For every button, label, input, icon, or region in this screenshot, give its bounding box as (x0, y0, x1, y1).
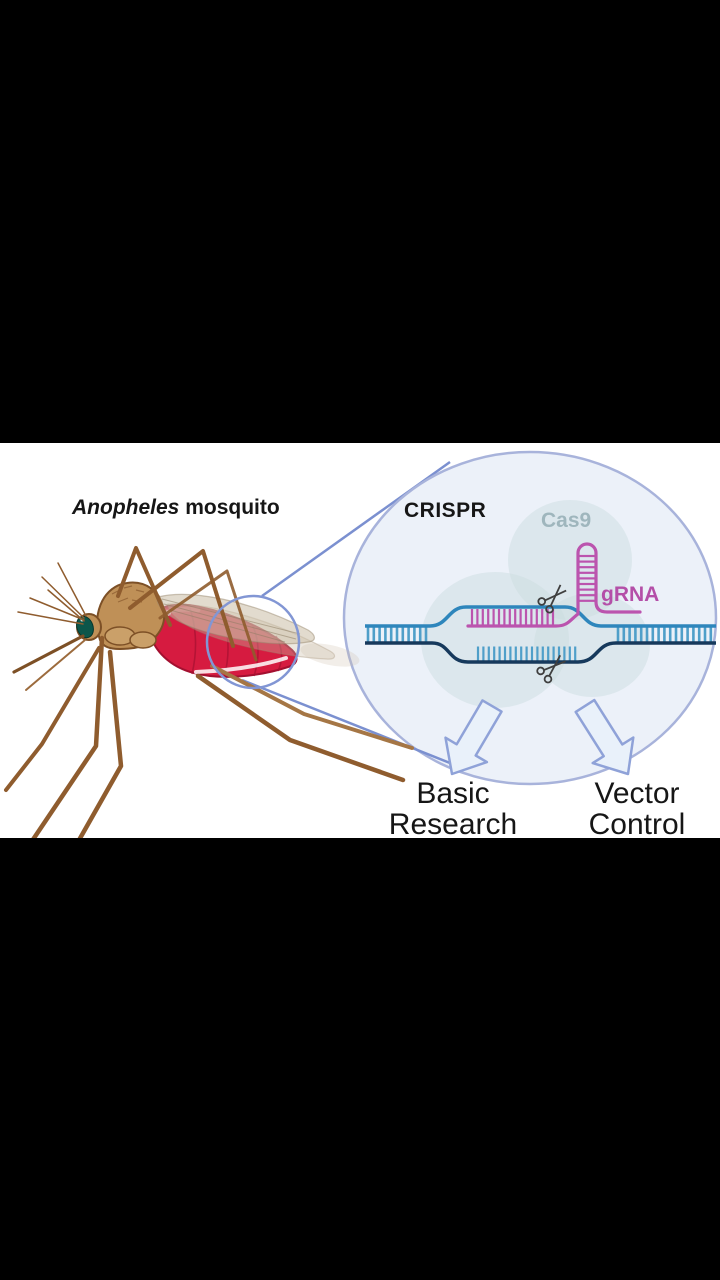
grna-pairing-rungs (470, 609, 555, 625)
outcome-vector-control: Vector Control (537, 778, 720, 838)
letterbox-top (0, 0, 720, 443)
grna-backbone (466, 542, 642, 628)
dna-rungs-bubble-bottom (476, 646, 577, 661)
abdomen-highlight (194, 656, 288, 674)
dna-top-strand (365, 605, 716, 628)
crispr-label: CRISPR (404, 499, 487, 522)
mosquito-legs (4, 546, 414, 838)
dna-rungs-left (366, 627, 428, 642)
arrow-vector-control (574, 698, 635, 776)
outcome-basic-research: Basic Research (353, 778, 553, 838)
lens-circle (342, 450, 718, 786)
mosquito-antennae (17, 562, 87, 625)
mosquito-eye (76, 615, 94, 639)
mosquito-genus-text: Anopheles (72, 496, 180, 519)
dna-bottom-strand (365, 641, 716, 664)
scissors-icon-top (537, 584, 567, 614)
dna-rungs-right (616, 627, 713, 642)
mosquito-palp (25, 639, 86, 691)
arrow-basic-research (444, 699, 503, 776)
mosquito-wings (156, 593, 360, 667)
cas9-label: Cas9 (541, 509, 592, 532)
mosquito-label: Anopheles mosquito (72, 496, 280, 520)
outcome-line: Control (588, 808, 686, 838)
figure-svg (4, 450, 718, 838)
grna-strand (466, 542, 642, 628)
outcome-line: Vector (594, 777, 680, 810)
thorax-plate (129, 631, 157, 649)
grna-hairpin-rungs (579, 554, 595, 602)
magnifier-connector-line-lower (241, 678, 456, 767)
outcome-line: Basic (416, 777, 490, 810)
mosquito-rest-text: mosquito (185, 496, 280, 519)
cas9-blob (421, 500, 650, 708)
scissors-icon-bottom (536, 654, 566, 684)
outcome-line: Research (388, 808, 518, 838)
mosquito-proboscis (12, 634, 85, 674)
magnifier-circle (205, 594, 301, 690)
grna-label: gRNA (601, 583, 660, 606)
mosquito-illustration (4, 546, 414, 838)
figure-panel: Anopheles mosquito CRISPR Cas9 gRNA Basi… (0, 443, 720, 838)
letterbox-bottom (0, 838, 720, 1280)
dna-double-helix (365, 605, 716, 664)
